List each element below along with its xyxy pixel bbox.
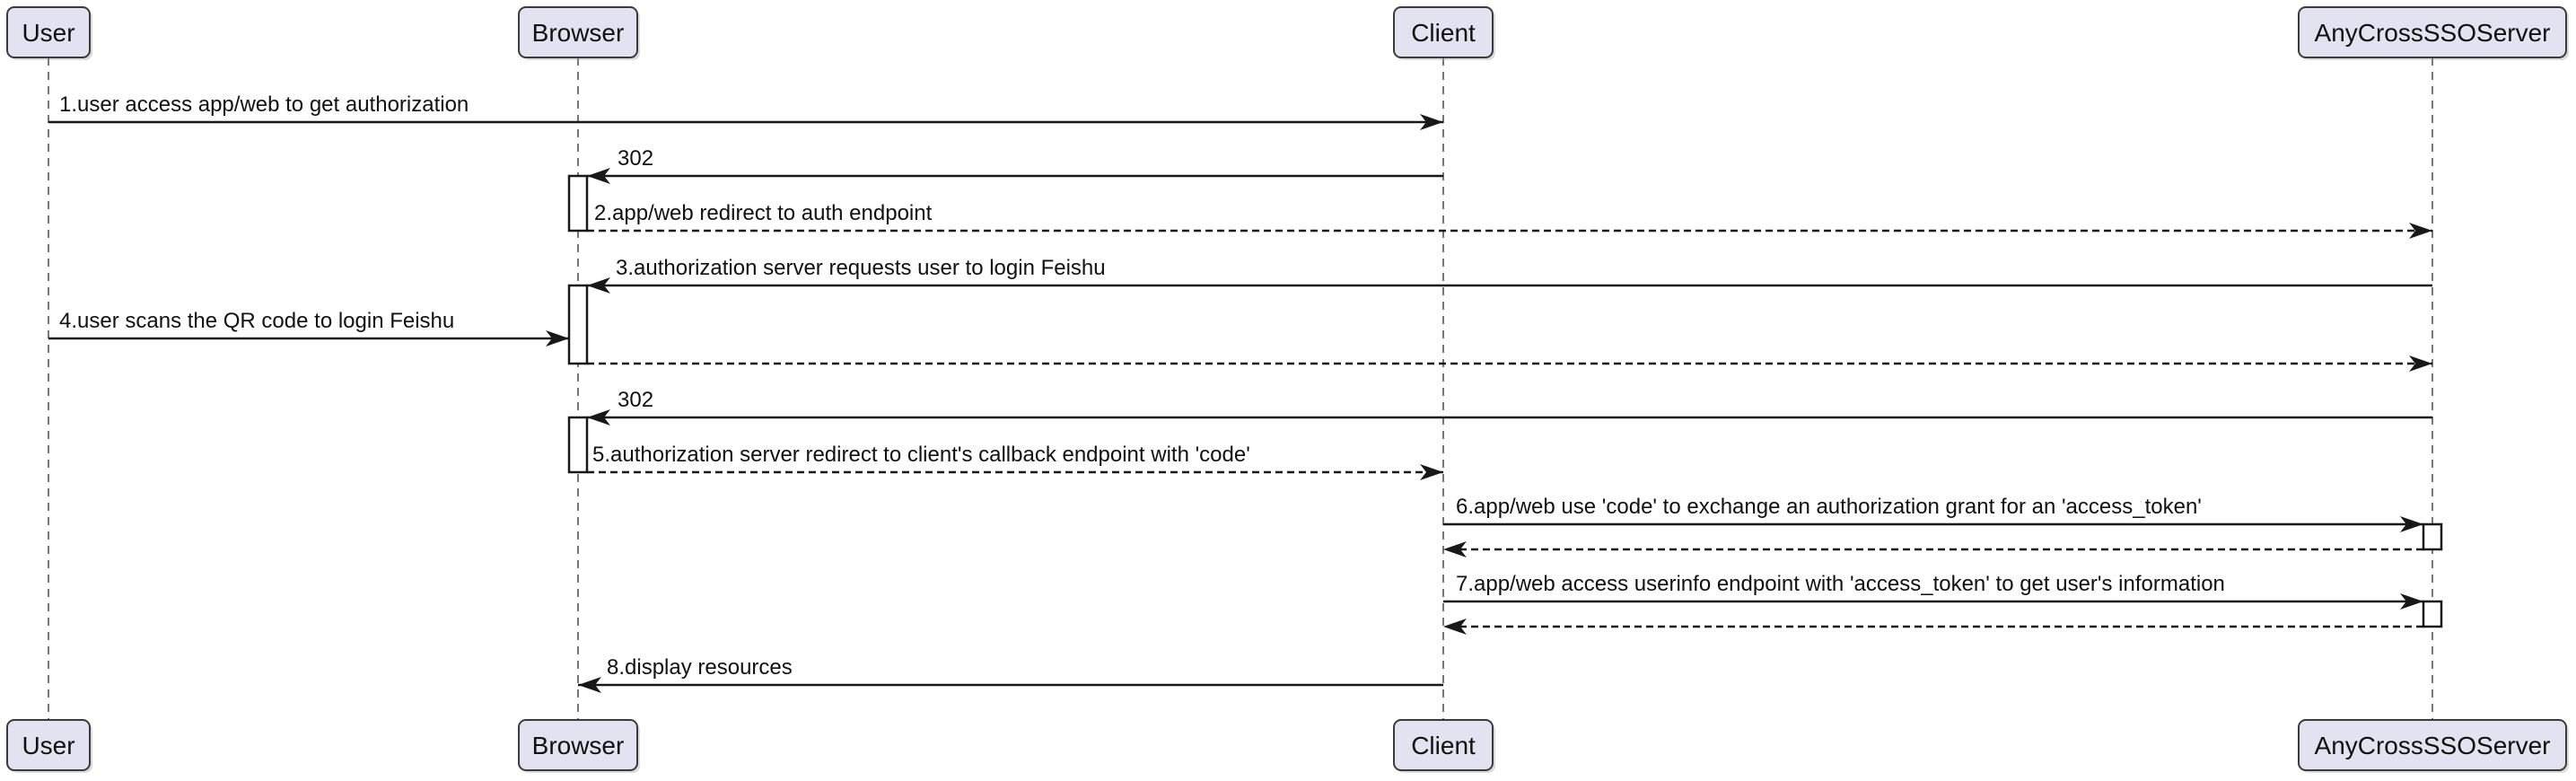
message-label-9: 6.app/web use 'code' to exchange an auth…	[1456, 495, 2202, 519]
participant-box-browser-top	[518, 6, 638, 58]
participant-label-browser-top: Browser	[532, 19, 625, 47]
arrowhead-9-right	[2400, 516, 2423, 532]
participant-label-sso-bottom: AnyCrossSSOServer	[2315, 732, 2551, 759]
arrowhead-2-left	[587, 168, 610, 184]
participant-label-user-top: User	[22, 19, 74, 47]
participant-box-user-bottom	[6, 719, 91, 771]
arrowhead-1-right	[1420, 114, 1443, 130]
participant-box-browser-bottom	[518, 719, 638, 771]
arrowhead-6-right	[2409, 355, 2432, 372]
participant-label-sso-top: AnyCrossSSOServer	[2315, 19, 2551, 47]
message-label-1: 1.user access app/web to get authorizati…	[59, 92, 469, 117]
message-label-2: 302	[618, 146, 653, 171]
participant-label-browser-bottom: Browser	[532, 732, 625, 759]
activation-browser-2	[567, 416, 589, 474]
message-label-13: 8.display resources	[607, 655, 793, 680]
participant-box-client-bottom	[1393, 719, 1494, 771]
arrowhead-13-left	[578, 677, 601, 693]
arrowhead-5-right	[546, 330, 569, 347]
message-label-11: 7.app/web access userinfo endpoint with …	[1456, 572, 2225, 596]
participant-box-user-top	[6, 6, 91, 58]
arrowhead-11-right	[2400, 593, 2423, 610]
participant-box-client-top	[1393, 6, 1494, 58]
arrowhead-8-right	[1420, 464, 1443, 480]
message-label-8: 5.authorization server redirect to clien…	[592, 443, 1250, 467]
activation-browser-1	[567, 284, 589, 365]
participant-label-client-bottom: Client	[1411, 732, 1476, 759]
arrowhead-10-left	[1443, 541, 1467, 557]
message-label-5: 4.user scans the QR code to login Feishu	[59, 309, 454, 333]
participant-label-client-top: Client	[1411, 19, 1476, 47]
arrowhead-12-left	[1443, 619, 1467, 635]
activation-sso-3	[2422, 522, 2443, 551]
message-label-4: 3.authorization server requests user to …	[616, 256, 1106, 280]
participant-box-sso-bottom	[2298, 719, 2567, 771]
activation-browser-0	[567, 174, 589, 233]
message-label-3: 2.app/web redirect to auth endpoint	[594, 201, 933, 225]
arrowhead-7-left	[587, 409, 610, 426]
message-label-7: 302	[618, 388, 653, 412]
participant-box-sso-top	[2298, 6, 2567, 58]
arrowhead-4-left	[587, 277, 610, 294]
arrowhead-3-right	[2409, 223, 2432, 239]
participant-label-user-bottom: User	[22, 732, 74, 759]
activation-sso-4	[2422, 600, 2443, 628]
